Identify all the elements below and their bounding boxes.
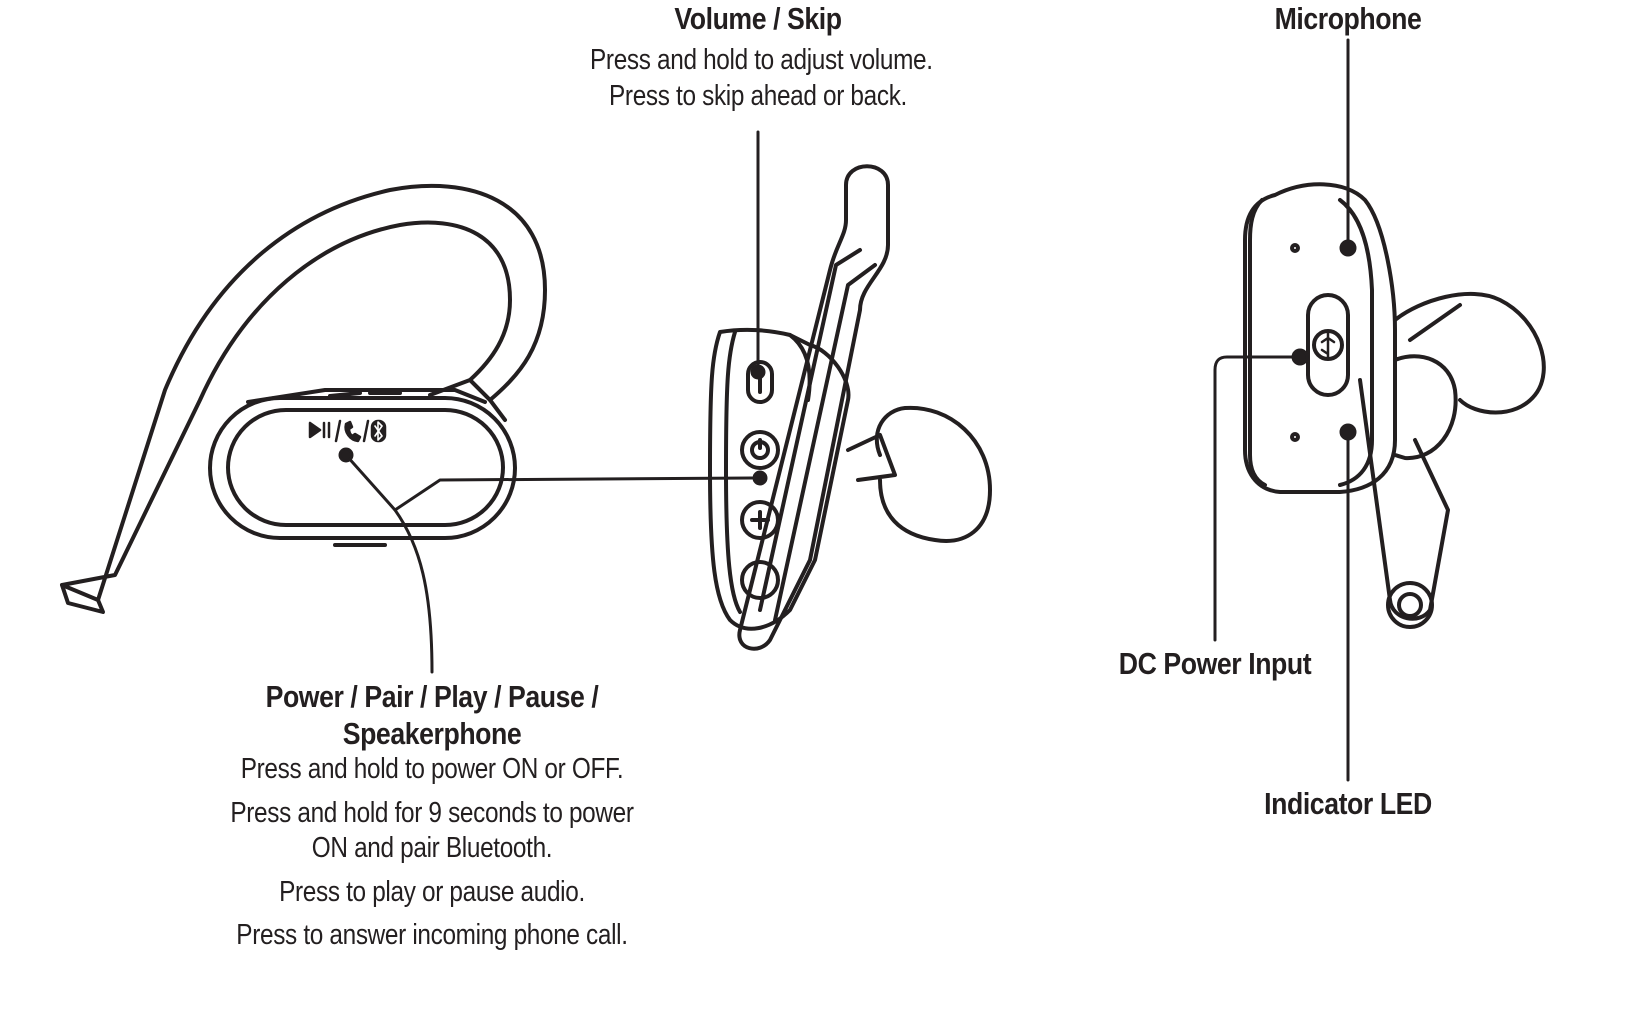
boom-tip [1386,581,1434,629]
power-pair-title: Speakerphone [342,716,522,752]
volume-skip-line: Press to skip ahead or back. [609,79,907,112]
earbud-front [874,405,992,543]
leader-dc-power [1213,355,1302,642]
headset-back-view [1243,182,1546,629]
button-icons [308,419,387,443]
leader-power [344,453,434,674]
callout-power-pair: Power / Pair / Play / Pause / Speakerpho… [182,678,682,953]
volume-skip-title: Volume / Skip [674,1,842,36]
power-pair-line: Press and hold for 9 seconds to power [230,796,634,829]
microphone-title: Microphone [1274,1,1422,36]
phone-icon [344,420,362,443]
back-body [1243,182,1397,494]
usb-port [1306,293,1350,397]
leader-power-link [393,476,754,512]
power-pair-line: ON and pair Bluetooth. [311,832,553,865]
volume-skip-line: Press and hold to adjust volume. [590,44,933,77]
skip-button [746,360,774,404]
power-button [740,430,780,470]
leader-lines [338,38,1357,782]
ear-hook [60,183,547,602]
callout-volume-skip: Volume / Skip Press and hold to adjust v… [558,0,958,114]
headset-body [208,396,517,540]
callout-indicator-led: Indicator LED [1233,785,1463,822]
earbud-back [1393,291,1546,415]
headset-front-view [708,164,992,651]
callout-microphone: Microphone [1248,0,1448,37]
power-pair-line: Press and hold to power ON or OFF. [240,753,624,786]
power-pair-title: Power / Pair / Play / Pause / [265,679,599,714]
indicator-title: Indicator LED [1264,786,1432,821]
power-pair-line: Press to play or pause audio. [279,875,585,908]
play-pause-icon [308,421,331,439]
volume-button [740,500,780,540]
boom-mic [737,164,890,651]
headset-side-view [60,183,547,614]
callout-dc-power: DC Power Input [1090,645,1340,682]
power-pair-line: Press to answer incoming phone call. [236,918,628,951]
dc-power-title: DC Power Input [1118,646,1312,681]
